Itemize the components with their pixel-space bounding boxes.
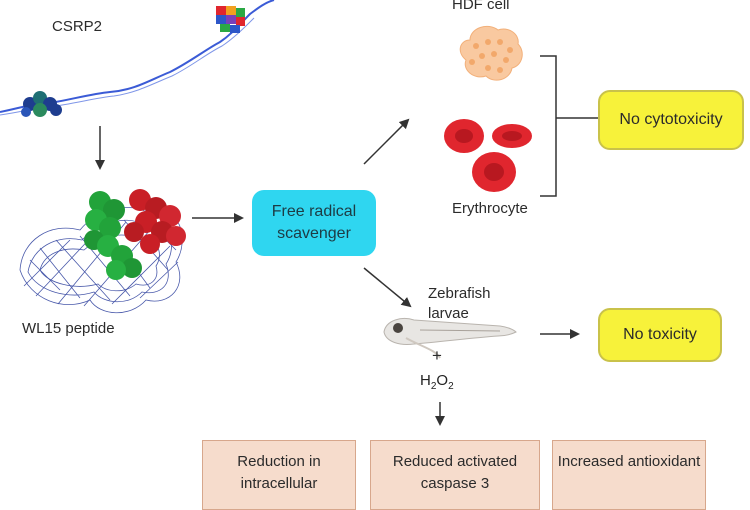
free-radical-scavenger-box: Free radical scavenger bbox=[252, 190, 376, 256]
no-toxicity-label: No toxicity bbox=[623, 326, 697, 343]
erythrocyte-icon bbox=[444, 119, 532, 192]
hdf-cell-label: HDF cell bbox=[452, 0, 510, 13]
effect-label: Reduced activated caspase 3 bbox=[392, 453, 518, 492]
csrp2-label: CSRP2 bbox=[52, 18, 103, 35]
zebrafish-larvae-label: Zebrafish larvae bbox=[428, 285, 491, 322]
erythrocyte-label: Erythrocyte bbox=[452, 200, 528, 217]
wl15-peptide-label: WL15 peptide bbox=[22, 320, 115, 337]
cells-bracket bbox=[540, 55, 557, 197]
arrow-scavenger-to-cells bbox=[363, 118, 410, 165]
hdf-cell-icon bbox=[459, 25, 523, 81]
effect-label: Increased antioxidant bbox=[557, 453, 701, 470]
zebrafish-larva-icon bbox=[383, 318, 517, 359]
csrp2-protein-icon bbox=[0, 0, 275, 117]
arrow-scavenger-to-zebrafish bbox=[363, 267, 412, 308]
h2o2-label: H2O2 bbox=[420, 372, 454, 392]
no-cytotoxicity-label: No cytotoxicity bbox=[619, 111, 723, 128]
effect-box-ros-reduction: Reduction in intracellular bbox=[202, 440, 356, 510]
effect-box-caspase: Reduced activated caspase 3 bbox=[370, 440, 540, 510]
effect-box-antioxidant: Increased antioxidant bbox=[552, 440, 706, 510]
wl15-peptide-icon bbox=[19, 189, 186, 314]
free-radical-scavenger-label: Free radical scavenger bbox=[271, 203, 357, 242]
plus-sign: + bbox=[432, 346, 442, 365]
effect-label: Reduction in intracellular bbox=[237, 453, 321, 492]
no-toxicity-box: No toxicity bbox=[598, 308, 722, 362]
no-cytotoxicity-box: No cytotoxicity bbox=[598, 90, 744, 150]
